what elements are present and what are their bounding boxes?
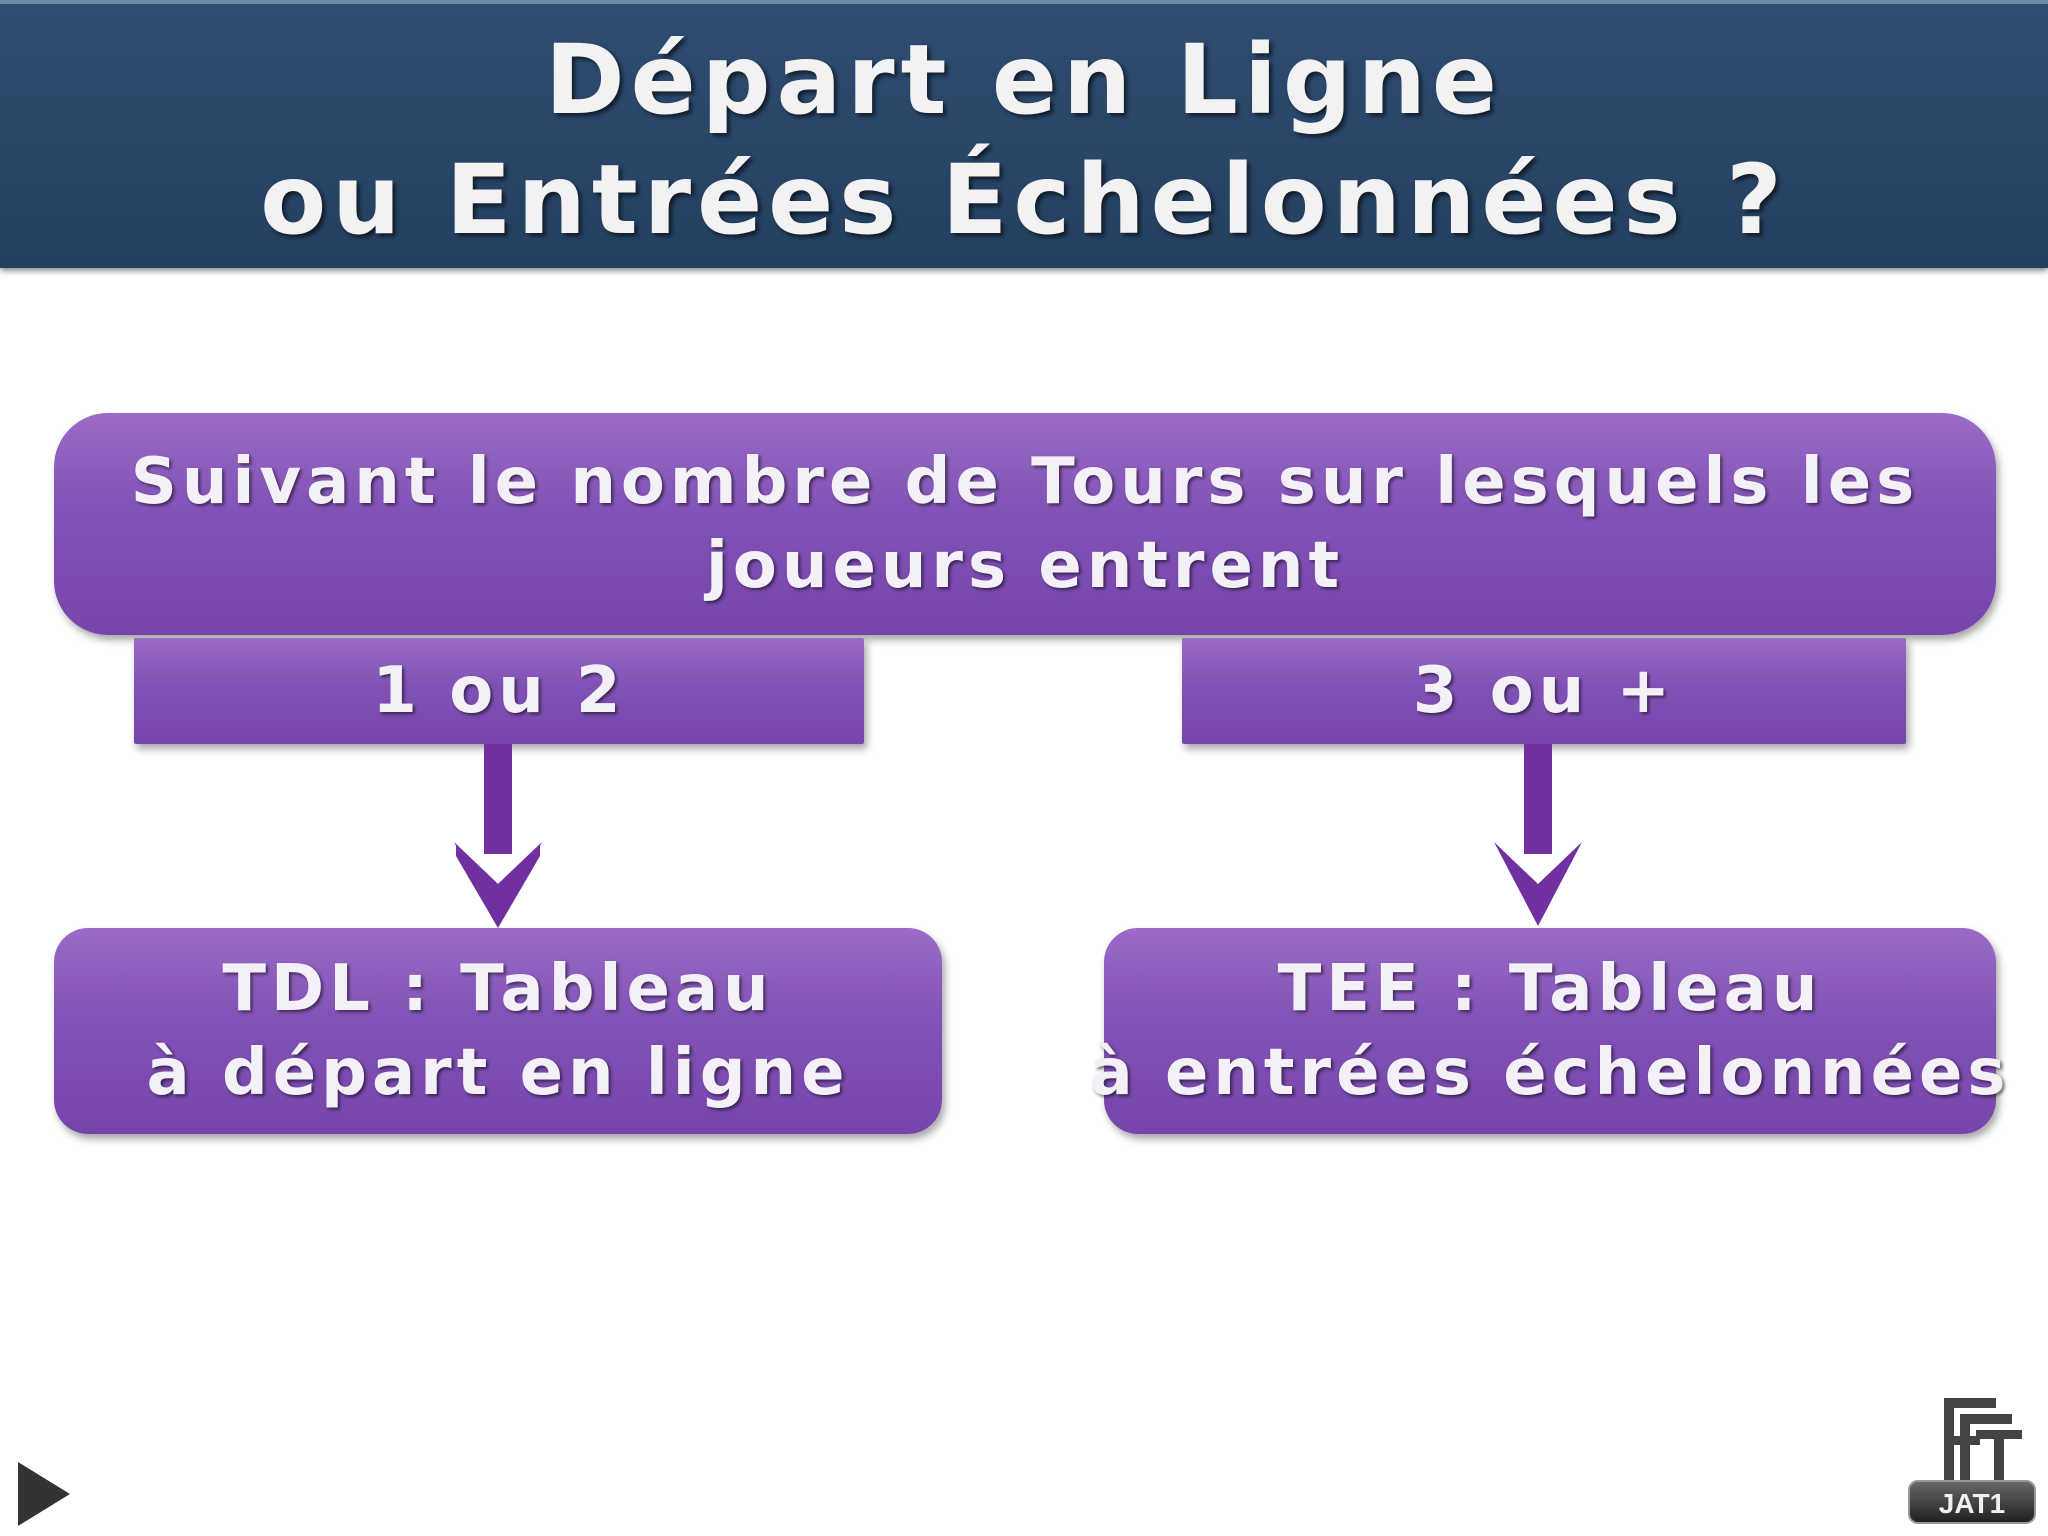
root-question-line-2: joueurs entrent <box>705 529 1345 603</box>
logo-badge: JAT1 <box>1908 1480 2036 1524</box>
result-left-line-2: à départ en ligne <box>146 1036 850 1110</box>
result-box-left: TDL : Tableau à départ en ligne <box>54 928 942 1134</box>
arrow-right <box>1494 744 1582 926</box>
arrow-left <box>454 744 542 928</box>
result-box-right: TEE : Tableau à entrées échelonnées <box>1089 928 2006 1134</box>
play-triangle-icon[interactable] <box>14 1458 74 1530</box>
condition-box-left: 1 ou 2 <box>134 638 864 744</box>
title-line-1: Départ en Ligne <box>544 24 1504 136</box>
result-right-line-2: à entrées échelonnées <box>1089 1036 2011 1110</box>
root-question-line-1: Suivant le nombre de Tours sur lesquels … <box>130 445 1920 519</box>
result-left-line-1: TDL : Tableau <box>222 952 774 1026</box>
condition-box-right: 3 ou + <box>1182 638 1906 744</box>
result-right-line-1: TEE : Tableau <box>1277 952 1823 1026</box>
title-line-2: ou Entrées Échelonnées ? <box>260 144 1788 256</box>
root-question-box: Suivant le nombre de Tours sur lesquels … <box>54 413 1996 635</box>
ffft-logo-icon <box>1944 1398 2022 1484</box>
title-bar: Départ en Ligne ou Entrées Échelonnées ? <box>0 0 2048 268</box>
condition-label-left: 1 ou 2 <box>372 654 626 728</box>
condition-label-right: 3 ou + <box>1412 654 1676 728</box>
